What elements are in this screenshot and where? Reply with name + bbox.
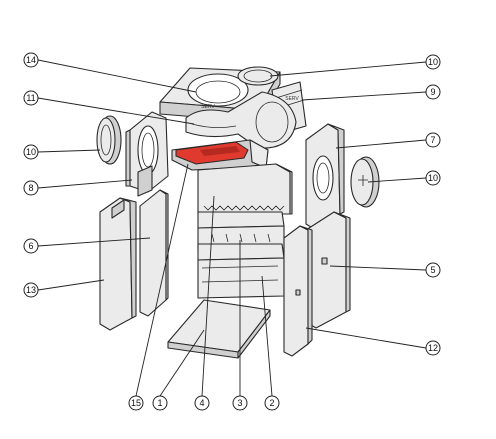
leader-9 xyxy=(301,91,427,101)
part-12-right-outer-panel xyxy=(283,225,313,357)
callout-12: 12 xyxy=(425,340,441,356)
callout-10-left: 10 xyxy=(23,144,39,160)
callout-5: 5 xyxy=(425,262,441,278)
callout-label: 13 xyxy=(26,285,36,295)
callout-6: 6 xyxy=(23,238,39,254)
callout-label: 7 xyxy=(430,135,435,145)
callout-7: 7 xyxy=(425,132,441,148)
callout-1: 1 xyxy=(152,395,168,411)
callout-label: 14 xyxy=(26,55,36,65)
part-4-rear-firebrick xyxy=(197,163,293,215)
callout-label: 11 xyxy=(26,93,35,103)
leader-2 xyxy=(261,275,273,397)
callout-label: 4 xyxy=(199,398,204,408)
leader-15 xyxy=(135,163,189,397)
callout-10-right: 10 xyxy=(425,170,441,186)
callout-15: 15 xyxy=(128,395,144,411)
callout-label: 5 xyxy=(430,265,435,275)
leader-11 xyxy=(37,97,195,125)
callout-label: 10 xyxy=(428,173,438,183)
part-15-baffle-plate xyxy=(171,139,269,171)
callout-13: 13 xyxy=(23,282,39,298)
callout-label: 2 xyxy=(269,398,274,408)
part-7-right-panel xyxy=(305,123,345,231)
part-6-left-firebrick xyxy=(139,189,169,317)
part-10-left-disc xyxy=(96,115,122,165)
leader-7 xyxy=(335,139,427,149)
callout-label: 3 xyxy=(237,398,242,408)
callout-11: 11 xyxy=(23,90,39,106)
callout-2: 2 xyxy=(264,395,280,411)
part-5-right-firebrick xyxy=(305,211,351,329)
callout-label: 10 xyxy=(428,57,438,67)
callout-14: 14 xyxy=(23,52,39,68)
leader-5 xyxy=(329,265,427,271)
part-8-left-upper-panel xyxy=(125,111,169,197)
part-1-base-plate xyxy=(167,299,271,359)
callout-label: 6 xyxy=(28,241,33,251)
leader-14 xyxy=(37,59,197,93)
leader-8 xyxy=(37,179,133,189)
callout-9: 9 xyxy=(425,84,441,100)
leader-6 xyxy=(37,237,151,247)
leader-13 xyxy=(37,279,105,291)
part-11-flue-pipe xyxy=(185,91,297,149)
callout-label: 15 xyxy=(131,398,141,408)
part-13-left-outer-panel xyxy=(99,197,137,331)
callout-label: 8 xyxy=(28,183,33,193)
leader-4 xyxy=(201,195,215,397)
leader-10b xyxy=(269,61,427,77)
callout-8: 8 xyxy=(23,180,39,196)
svg-text:SERV: SERV xyxy=(285,96,299,102)
leader-12 xyxy=(305,327,427,349)
leader-lines xyxy=(37,59,427,397)
leader-10a xyxy=(37,149,101,153)
part-2-lower-firebrick xyxy=(197,243,285,299)
svg-text:SERV: SERV xyxy=(201,104,215,110)
callout-3: 3 xyxy=(232,395,248,411)
callout-label: 1 xyxy=(157,398,162,408)
leader-1 xyxy=(159,329,205,397)
leader-10c xyxy=(367,177,427,183)
callout-label: 9 xyxy=(430,87,435,97)
part-10-right-disc xyxy=(350,156,380,208)
callout-10-top: 10 xyxy=(425,54,441,70)
callout-label: 12 xyxy=(428,343,438,353)
callout-4: 4 xyxy=(194,395,210,411)
callout-label: 10 xyxy=(26,147,36,157)
